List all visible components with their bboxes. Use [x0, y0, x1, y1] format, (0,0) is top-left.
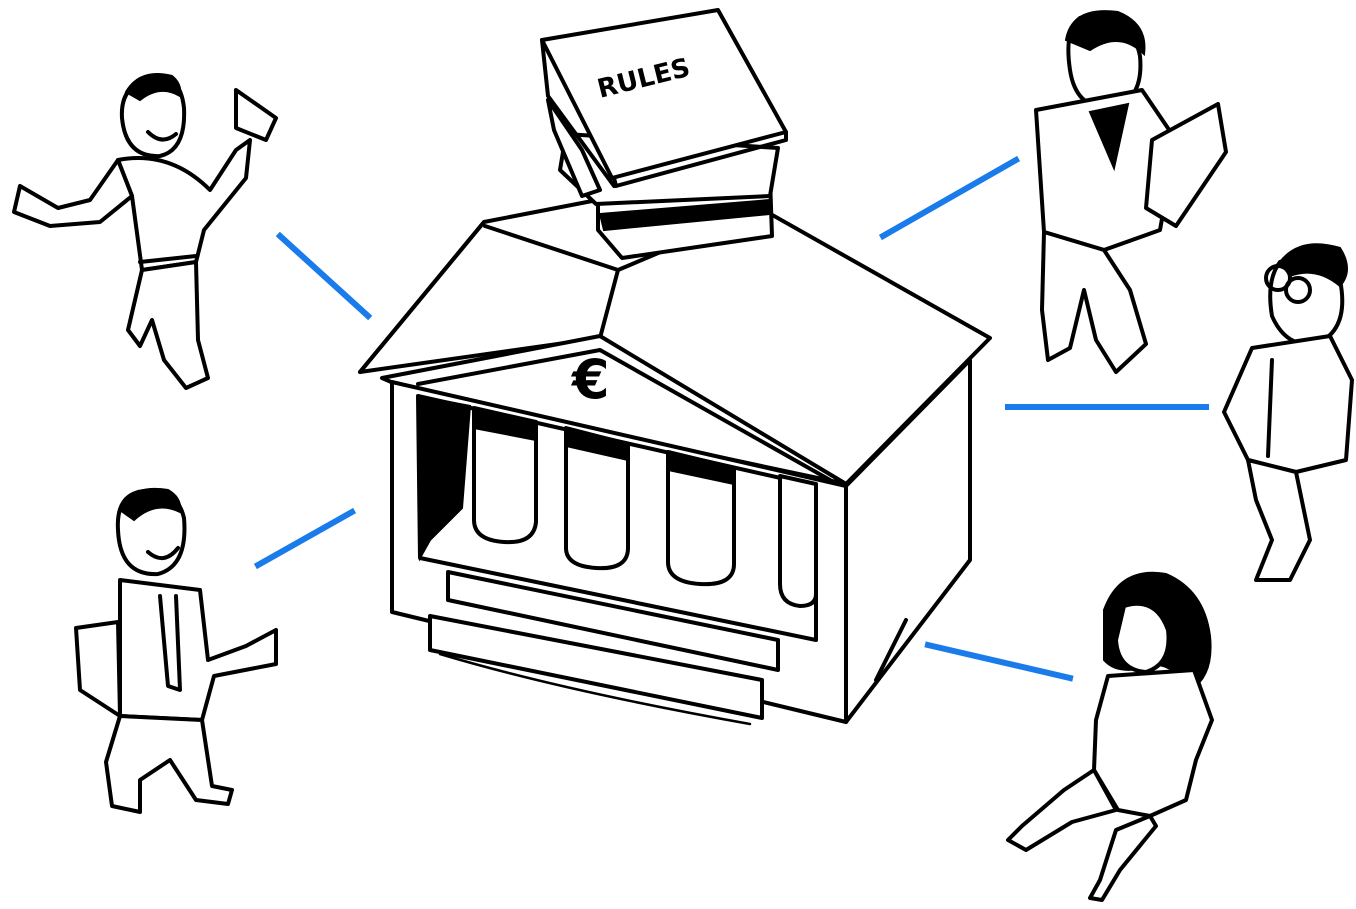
currency-symbol: € — [570, 348, 610, 411]
man-with-folder-icon — [76, 489, 276, 812]
connector-top-left — [280, 236, 368, 316]
man-holding-scroll-icon — [14, 74, 276, 388]
man-reading-document-icon — [1036, 11, 1226, 372]
connector-bottom-right — [928, 645, 1070, 678]
connector-top-right — [883, 160, 1016, 236]
bank-building-icon: € — [360, 196, 990, 724]
man-with-glasses-thinking-icon — [1224, 244, 1352, 580]
connector-bottom-left — [258, 512, 352, 565]
woman-sitting-icon — [1008, 573, 1212, 900]
